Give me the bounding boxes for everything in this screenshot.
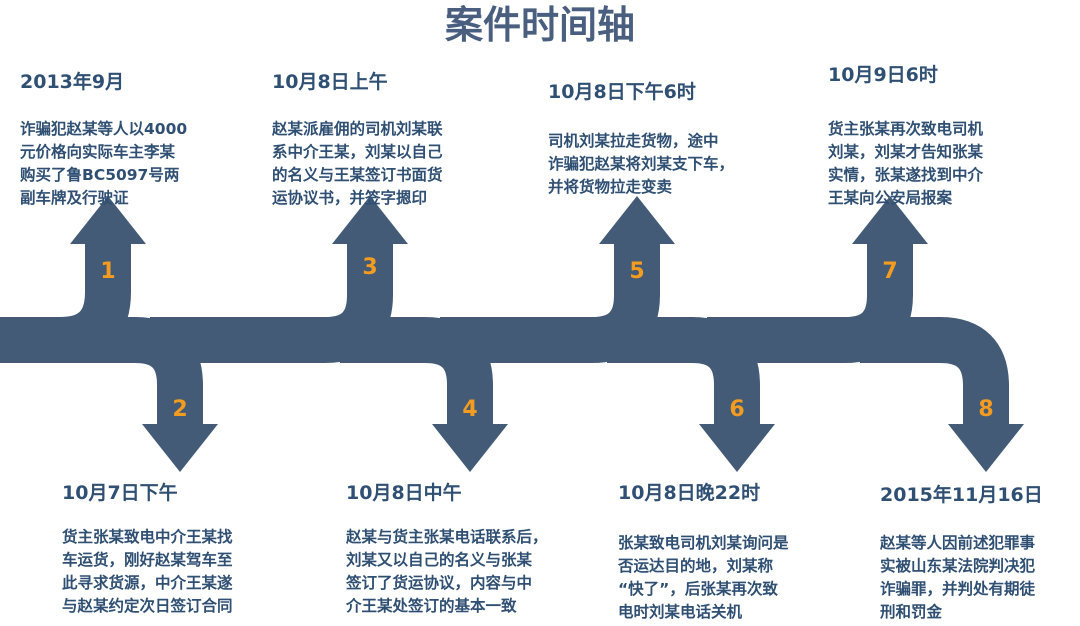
event-2-line: 与赵某约定次日签订合同: [62, 597, 233, 615]
event-5-line: 司机刘某拉走货物，途中: [548, 132, 719, 150]
step-number-5: 5: [629, 259, 645, 284]
arrow-up-7: [852, 196, 928, 244]
event-3-description: 赵某派雇佣的司机刘某联 系中介王某，刘某以自己 的名义与王某签订书面货 运协议书…: [272, 118, 443, 210]
event-6-line: “快了”，后张某再次致: [618, 580, 778, 598]
event-3-date: 10月8日上午: [272, 71, 388, 93]
event-4-line: 签订了货运协议，内容与中: [346, 574, 533, 592]
event-8-line: 诈骗罪，并判处有期徒: [880, 580, 1036, 598]
step-number-7: 7: [882, 259, 898, 284]
branch-8: [860, 317, 1009, 428]
event-8-line: 赵某等人因前述犯罪事: [880, 534, 1036, 552]
arrow-down-6: [699, 424, 775, 472]
step-number-4: 4: [462, 397, 478, 422]
arrow-up-3: [332, 196, 408, 244]
arrow-up-1: [70, 196, 146, 244]
event-1-line: 购买了鲁BC5097号两: [20, 166, 180, 184]
event-5-line: 并将货物拉走变卖: [548, 178, 673, 196]
event-6-description: 张某致电司机刘某询问是 否运达目的地，刘某称 “快了”，后张某再次致 电时刘某电…: [618, 532, 789, 624]
event-7-date: 10月9日6时: [828, 64, 938, 86]
event-1-line: 副车牌及行驶证: [20, 189, 129, 207]
event-3-line: 的名义与王某签订书面货: [272, 166, 443, 184]
event-3-line: 赵某派雇佣的司机刘某联: [272, 120, 443, 138]
event-5-description: 司机刘某拉走货物，途中 诈骗犯赵某将刘某支下车， 并将货物拉走变卖: [548, 130, 734, 199]
event-2-line: 车运货，刚好赵某驾车至: [62, 551, 233, 569]
event-1-line: 元价格向实际车主李某: [20, 143, 176, 161]
event-4-description: 赵某与货主张某电话联系后， 刘某又以自己的名义与张某 签订了货运协议，内容与中 …: [346, 526, 548, 618]
event-2-date: 10月7日下午: [62, 482, 178, 504]
event-5-date: 10月8日下午6时: [548, 81, 696, 103]
arrow-down-4: [432, 424, 508, 472]
page-title: 案件时间轴: [444, 3, 635, 47]
event-8-date: 2015年11月16日: [880, 484, 1043, 506]
event-7-line: 刘某，刘某才告知张某: [828, 143, 984, 161]
event-7-line: 实情，张某遂找到中介: [828, 166, 984, 184]
event-3-line: 系中介王某，刘某以自己: [272, 143, 443, 161]
step-number-1: 1: [100, 259, 116, 284]
event-7-line: 王某向公安局报案: [828, 189, 953, 207]
event-4-line: 介王某处签订的基本一致: [346, 597, 517, 615]
event-4-line: 赵某与货主张某电话联系后，: [346, 528, 548, 546]
event-4-line: 刘某又以自己的名义与张某: [346, 551, 533, 569]
event-1-date: 2013年9月: [20, 71, 125, 93]
event-1-description: 诈骗犯赵某等人以4000 元价格向实际车主李某 购买了鲁BC5097号两 副车牌…: [20, 118, 187, 210]
event-4-date: 10月8日中午: [346, 482, 462, 504]
event-1-line: 诈骗犯赵某等人以4000: [20, 120, 188, 138]
arrow-down-8: [948, 424, 1024, 472]
arrow-up-5: [599, 196, 675, 244]
step-number-6: 6: [729, 397, 745, 422]
branch-3: [150, 240, 393, 363]
arrow-down-2: [142, 424, 218, 472]
event-6-date: 10月8日晚22时: [618, 482, 761, 504]
event-3-line: 运协议书，并签字摁印: [272, 189, 428, 207]
event-6-line: 否运达目的地，刘某称: [618, 557, 774, 575]
step-number-8: 8: [978, 397, 994, 422]
event-2-line: 货主张某致电中介王某找: [62, 528, 233, 546]
event-8-description: 赵某等人因前述犯罪事 实被山东某法院判决犯 诈骗罪，并判处有期徒 刑和罚金: [880, 532, 1035, 624]
step-number-3: 3: [362, 255, 378, 280]
event-7-line: 货主张某再次致电司机: [828, 120, 984, 138]
event-8-line: 实被山东某法院判决犯: [880, 557, 1036, 575]
event-2-description: 货主张某致电中介王某找 车运货，刚好赵某驾车至 此寻求货源，中介王某遂 与赵某约…: [62, 526, 233, 618]
step-number-2: 2: [172, 397, 188, 422]
event-8-line: 刑和罚金: [880, 603, 943, 621]
event-6-line: 电时刘某电话关机: [618, 603, 743, 621]
event-2-line: 此寻求货源，中介王某遂: [62, 574, 233, 592]
event-5-line: 诈骗犯赵某将刘某支下车，: [548, 155, 735, 173]
event-6-line: 张某致电司机刘某询问是: [618, 534, 789, 552]
event-7-description: 货主张某再次致电司机 刘某，刘某才告知张某 实情，张某遂找到中介 王某向公安局报…: [828, 118, 983, 210]
